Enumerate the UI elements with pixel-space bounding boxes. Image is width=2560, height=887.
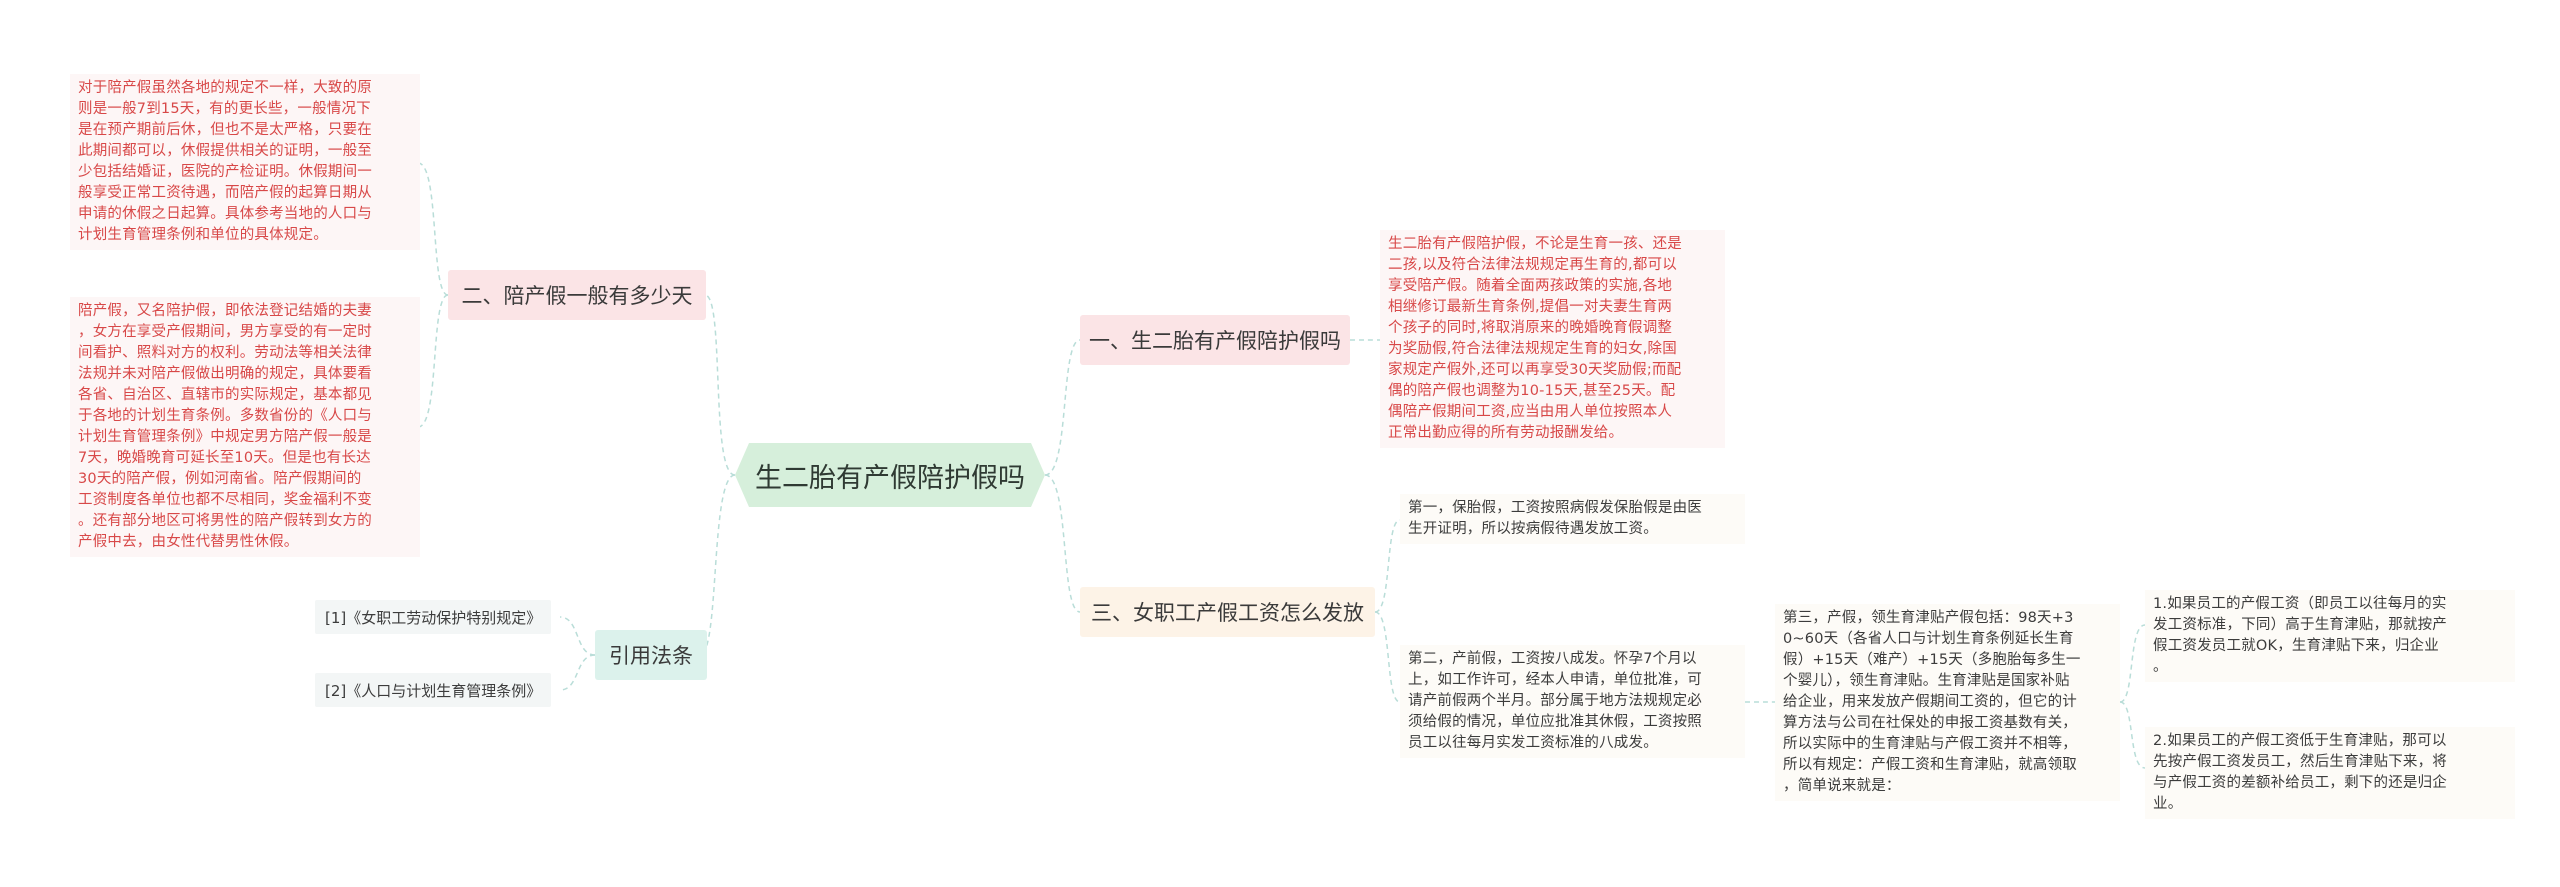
branch-sub3-item3-case1: 1.如果员工的产假工资（即员工以往每月的实 发工资标准，下同）高于生育津贴，那就… [2145,590,2515,682]
reference-item-2[interactable]: [2]《人口与计划生育管理条例》 [315,673,552,707]
branch-sub3-item1: 第一，保胎假，工资按照病假发保胎假是由医 生开证明，所以按病假待遇发放工资。 [1400,494,1745,544]
branch-sub3-item3: 第三，产假，领生育津贴产假包括：98天+3 0~60天（各省人口与计划生育条例延… [1775,604,2120,801]
branch-sub3-item2: 第二，产前假，工资按八成发。怀孕7个月以 上，如工作许可，经本人申请，单位批准，… [1400,645,1745,758]
link-root-b2 [704,294,736,476]
link-b4-ref1 [559,616,596,656]
link-root-b4 [699,474,736,656]
branch-sub3[interactable]: 三、女职工产假工资怎么发放 [1080,587,1375,637]
branch-sub1[interactable]: 一、生二胎有产假陪护假吗 [1080,315,1350,365]
branch-references[interactable]: 引用法条 [595,630,707,680]
reference-item-1[interactable]: [1]《女职工劳动保护特别规定》 [315,600,552,634]
branch-sub3-item3-case2: 2.如果员工的产假工资低于生育津贴，那可以 先按产假工资发员工，然后生育津贴下来… [2145,727,2515,819]
link-root-b1 [1044,339,1081,476]
branch-sub2-text1: 对于陪产假虽然各地的规定不一样，大致的原 则是一般7到15天，有的更长些，一般情… [70,74,420,250]
link-b4-ref2 [559,654,596,691]
link-b3-t2 [1374,611,1401,703]
branch-sub2[interactable]: 二、陪产假一般有多少天 [448,270,706,320]
link-t3-t3a [2119,624,2146,703]
link-b3-t1 [1374,519,1401,613]
branch-sub2-text2: 陪产假，又名陪护假，即依法登记结婚的夫妻 ，女方在享受产假期间，男方享受的有一定… [70,297,420,557]
link-b2-text2 [417,294,449,428]
branch-sub1-text: 生二胎有产假陪护假，不论是生育一孩、还是 二孩,以及符合法律法规规定再生育的,都… [1380,230,1725,448]
link-t3-t3b [2119,701,2146,769]
link-root-b3 [1044,474,1081,613]
root-topic[interactable]: 生二胎有产假陪护假吗 [735,443,1045,507]
link-b2-text1 [417,162,449,296]
